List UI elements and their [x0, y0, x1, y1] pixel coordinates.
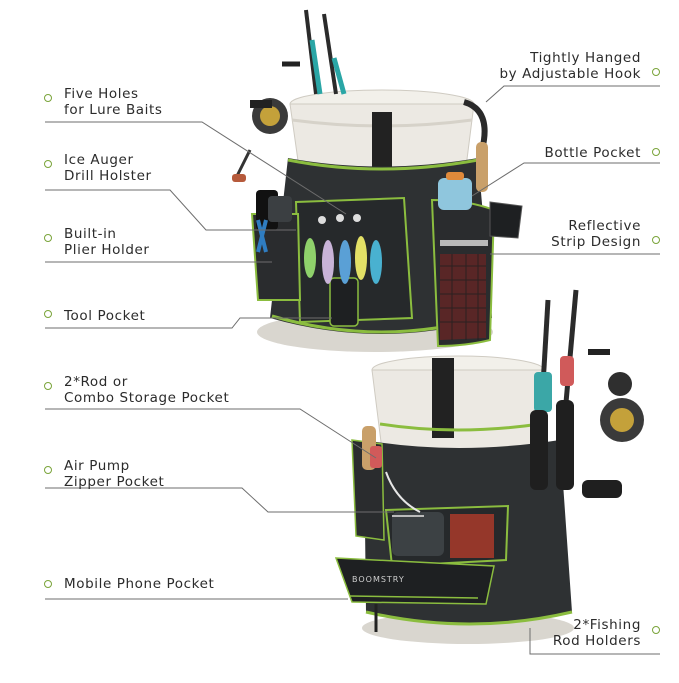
bullet-icon [652, 236, 660, 244]
label-rod-combo: 2*Rod or Combo Storage Pocket [64, 374, 230, 406]
bullet-icon [44, 580, 52, 588]
bullet-icon [44, 234, 52, 242]
label-hook: Tightly Hanged by Adjustable Hook [499, 50, 641, 82]
brand-logo: BOOMSTRY [352, 575, 405, 584]
bullet-icon [44, 466, 52, 474]
leader-bottle [471, 162, 660, 197]
bullet-icon [44, 310, 52, 318]
leader-rod-combo [45, 408, 377, 459]
bullet-icon [652, 148, 660, 156]
leader-tool-pocket [45, 317, 332, 329]
bullet-icon [652, 626, 660, 634]
label-reflective: Reflective Strip Design [551, 218, 641, 250]
lure-baits [304, 214, 382, 284]
label-air-pump: Air Pump Zipper Pocket [64, 458, 165, 490]
bullet-icon [44, 94, 52, 102]
label-bottle: Bottle Pocket [544, 145, 641, 161]
label-fishing-rod: 2*Fishing Rod Holders [552, 617, 641, 649]
bullet-icon [44, 160, 52, 168]
bottom-bucket-organizer: BOOMSTRY [334, 289, 644, 644]
label-plier-holder: Built-in Plier Holder [64, 226, 150, 258]
label-phone-pocket: Mobile Phone Pocket [64, 576, 215, 592]
top-bucket-organizer [232, 9, 523, 352]
label-five-holes: Five Holes for Lure Baits [64, 86, 163, 118]
leader-hook [485, 85, 660, 103]
label-ice-auger: Ice Auger Drill Holster [64, 152, 152, 184]
leader-five-holes [45, 121, 347, 215]
bullet-icon [44, 382, 52, 390]
leader-fishing-rod [529, 628, 660, 655]
label-tool-pocket: Tool Pocket [64, 308, 146, 324]
leader-air-pump [45, 487, 394, 513]
leader-ice-auger [45, 189, 296, 231]
bullet-icon [652, 68, 660, 76]
